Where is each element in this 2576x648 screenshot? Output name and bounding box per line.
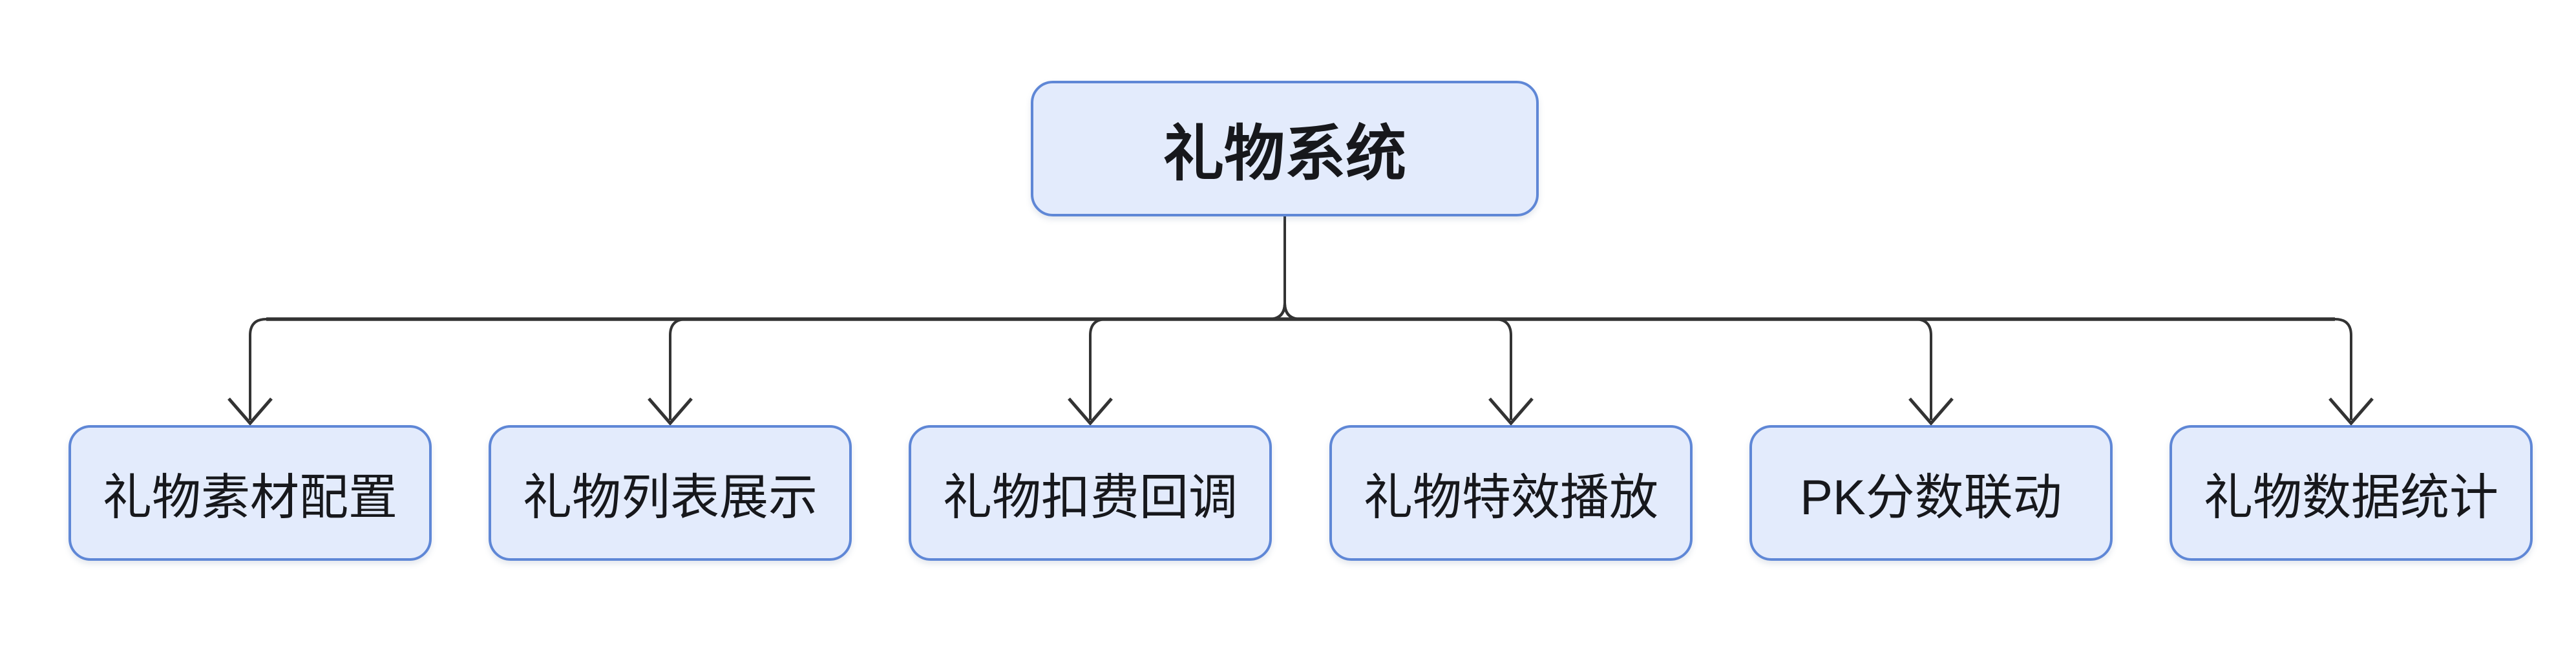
node-child-label: 礼物素材配置 [103,470,397,525]
node-child-gift-effect-playback[interactable]: 礼物特效播放 [1329,425,1693,561]
node-child-gift-material-config[interactable]: 礼物素材配置 [69,425,432,561]
node-child-label: 礼物扣费回调 [943,470,1238,525]
node-child-gift-list-display[interactable]: 礼物列表展示 [489,425,852,561]
node-child-label: 礼物数据统计 [2204,470,2498,525]
node-child-label: 礼物特效播放 [1364,470,1658,525]
node-child-gift-deduction-callback[interactable]: 礼物扣费回调 [909,425,1272,561]
node-child-label: PK分数联动 [1800,470,2062,525]
node-root[interactable]: 礼物系统 [1031,81,1539,216]
node-child-gift-data-statistics[interactable]: 礼物数据统计 [2170,425,2533,561]
arrowhead-child-2 [648,397,693,426]
arrowhead-child-3 [1068,397,1113,426]
arrowhead-child-4 [1488,397,1534,426]
node-root-label: 礼物系统 [1163,120,1406,187]
arrowhead-child-6 [2328,397,2374,426]
arrowhead-child-5 [1908,397,1954,426]
node-child-pk-score-linkage[interactable]: PK分数联动 [1749,425,2113,561]
arrowhead-child-1 [227,397,273,426]
node-child-label: 礼物列表展示 [523,470,818,525]
